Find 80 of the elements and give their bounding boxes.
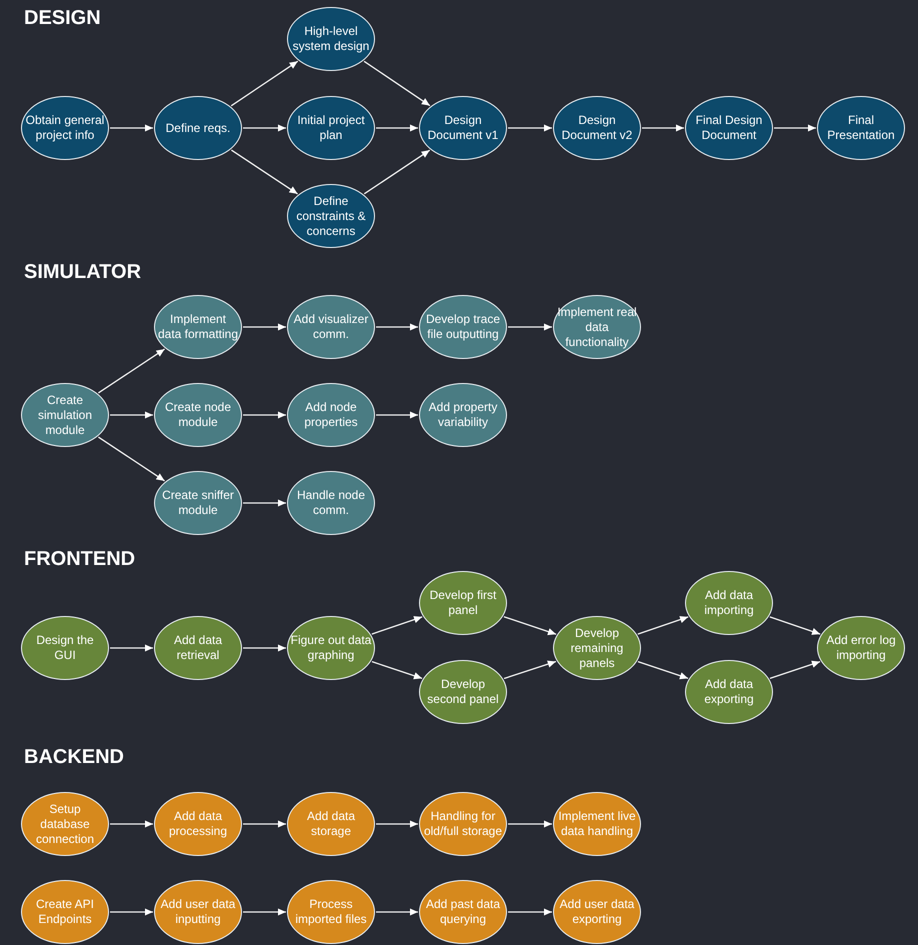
arrow bbox=[372, 616, 422, 635]
section-heading: DESIGN bbox=[24, 7, 101, 30]
task-label: Create node module bbox=[164, 400, 232, 430]
arrow bbox=[508, 908, 552, 916]
task-label: Final Presentation bbox=[826, 113, 896, 143]
task-label: Create simulation module bbox=[36, 392, 94, 438]
task-label: Develop first panel bbox=[428, 588, 498, 618]
arrow bbox=[770, 616, 820, 635]
task-label: Define reqs. bbox=[164, 120, 232, 136]
arrow bbox=[508, 124, 552, 132]
task-label: Setup database connection bbox=[34, 802, 96, 846]
arrow bbox=[638, 661, 688, 680]
arrow bbox=[110, 820, 153, 828]
arrow bbox=[364, 150, 430, 194]
arrow bbox=[372, 661, 422, 680]
arrow bbox=[243, 124, 286, 132]
task-label: Design the GUI bbox=[35, 633, 95, 663]
task-label: Add user data inputting bbox=[160, 897, 236, 927]
task-label: Add data exporting bbox=[703, 677, 755, 707]
arrow bbox=[243, 323, 286, 331]
task-label: Create sniffer module bbox=[161, 488, 235, 518]
task-label: Add data importing bbox=[703, 588, 755, 618]
task-label: Add data retrieval bbox=[172, 633, 224, 663]
arrow bbox=[504, 616, 556, 636]
task-label: Develop second panel bbox=[426, 677, 500, 707]
task-label: Develop remaining panels bbox=[570, 626, 624, 670]
arrow bbox=[376, 323, 418, 331]
arrow bbox=[230, 60, 298, 106]
arrow bbox=[243, 820, 286, 828]
section-heading: BACKEND bbox=[24, 746, 124, 769]
arrow bbox=[376, 124, 418, 132]
task-label: Add node properties bbox=[303, 400, 359, 430]
arrow bbox=[110, 644, 153, 652]
task-label: Develop trace file outputting bbox=[424, 312, 502, 342]
task-label: Process imported files bbox=[294, 897, 368, 927]
task-label: Figure out data graphing bbox=[290, 633, 372, 663]
arrow bbox=[364, 60, 430, 106]
arrow bbox=[508, 820, 552, 828]
arrow bbox=[376, 411, 418, 419]
task-label: Design Document v2 bbox=[560, 113, 634, 143]
task-label: Obtain general project info bbox=[24, 113, 106, 143]
arrow bbox=[243, 499, 286, 507]
arrow bbox=[642, 124, 684, 132]
task-label: Add visualizer comm. bbox=[292, 312, 370, 342]
arrow bbox=[508, 323, 552, 331]
section-heading: SIMULATOR bbox=[24, 261, 142, 284]
arrow bbox=[638, 616, 688, 635]
task-label: Initial project plan bbox=[296, 113, 366, 143]
task-label: Add data processing bbox=[168, 809, 228, 839]
task-label: Implement data formatting bbox=[157, 312, 239, 342]
task-label: Handle node comm. bbox=[296, 488, 366, 518]
arrow bbox=[243, 411, 286, 419]
arrow bbox=[98, 436, 165, 482]
arrow bbox=[243, 908, 286, 916]
task-label: Implement real data functionality bbox=[556, 304, 638, 350]
task-label: Handling for old/full storage bbox=[422, 809, 504, 839]
task-label: Define constraints & concerns bbox=[295, 194, 367, 238]
arrow bbox=[98, 348, 165, 394]
task-label: Implement live data handling bbox=[557, 809, 637, 839]
arrow bbox=[770, 660, 820, 679]
task-label: Add past data querying bbox=[424, 897, 502, 927]
arrow bbox=[376, 820, 418, 828]
arrow bbox=[243, 644, 286, 652]
task-label: Final Design Document bbox=[694, 113, 764, 143]
arrow bbox=[774, 124, 816, 132]
arrow bbox=[504, 660, 556, 680]
task-label: Create API Endpoints bbox=[34, 897, 96, 927]
task-label: Add user data exporting bbox=[558, 897, 636, 927]
task-label: High-level system design bbox=[292, 24, 370, 54]
arrow bbox=[110, 124, 153, 132]
task-ellipse bbox=[419, 96, 507, 160]
task-label: Add data storage bbox=[306, 809, 356, 839]
task-label: Add error log importing bbox=[825, 633, 897, 663]
arrow bbox=[110, 411, 153, 419]
arrow bbox=[110, 908, 153, 916]
arrow bbox=[231, 150, 298, 194]
arrow bbox=[376, 908, 418, 916]
task-label: Design Document v1 bbox=[426, 113, 500, 143]
section-heading: FRONTEND bbox=[24, 548, 136, 571]
task-label: Add property variability bbox=[428, 400, 498, 430]
